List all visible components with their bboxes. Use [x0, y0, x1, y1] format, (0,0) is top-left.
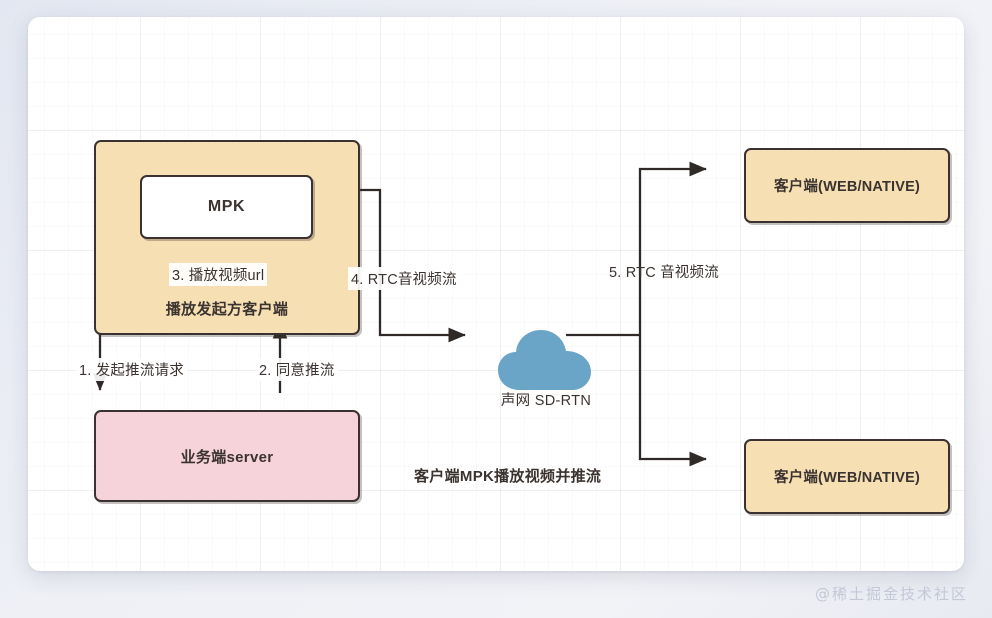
diagram-caption: 客户端MPK播放视频并推流 [414, 468, 602, 485]
node-client-web-native-top-label: 客户端(WEB/NATIVE) [773, 179, 921, 195]
edge-label-5: 5. RTC 音视频流 [609, 265, 719, 281]
cloud-icon [498, 330, 591, 390]
diagram-canvas: 播放发起方客户端 MPK 业务端server 声网 SD-RTN 客户端(WEB… [28, 17, 964, 571]
node-sd-rtn-cloud-label: 声网 SD-RTN [500, 393, 592, 409]
edge-5-lower [638, 335, 707, 467]
edge-label-4: 4. RTC音视频流 [348, 267, 460, 290]
node-business-server[interactable]: 业务端server [94, 410, 360, 502]
node-business-server-label: 业务端server [180, 448, 274, 466]
node-sd-rtn-cloud[interactable] [496, 322, 594, 394]
edge-label-2: 2. 同意推流 [256, 358, 338, 381]
edge-5-upper [638, 161, 707, 335]
node-client-web-native-bottom-label: 客户端(WEB/NATIVE) [773, 470, 921, 486]
node-mpk[interactable]: MPK [140, 175, 313, 239]
watermark: @稀土掘金技术社区 [814, 585, 968, 603]
edge-label-3: 3. 播放视频url [169, 263, 268, 286]
node-client-web-native-bottom[interactable]: 客户端(WEB/NATIVE) [744, 439, 950, 514]
node-player-initiator-client-label: 播放发起方客户端 [165, 301, 289, 318]
edge-label-1: 1. 发起推流请求 [76, 358, 187, 381]
node-mpk-label: MPK [207, 198, 246, 215]
node-client-web-native-top[interactable]: 客户端(WEB/NATIVE) [744, 148, 950, 223]
